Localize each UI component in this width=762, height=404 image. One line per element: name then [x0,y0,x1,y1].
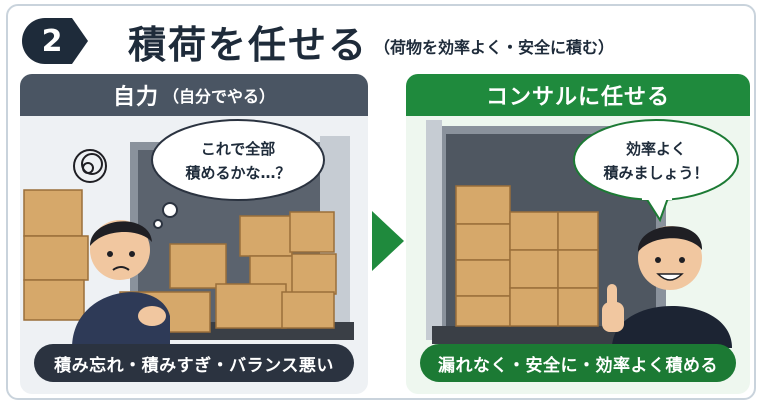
consultant-illustration [602,226,732,348]
consultant-speech-line-1: 効率よく [626,140,686,158]
diy-thought-line-2: 積めるかな…？ [184,164,290,182]
consultant-scene-illustration: 効率よく 積みましょう！ [426,119,739,348]
unloaded-boxes [23,189,89,321]
consultant-panel: コンサルに任せる [406,74,750,394]
consultant-speech-line-2: 積みましょう！ [602,164,708,182]
step-subtitle: （荷物を効率よく・安全に積む） [374,38,615,57]
consultant-benefits-label: 漏れなく・安全に・効率よく積める [420,344,736,382]
diy-panel-header: 自力 （自分でやる） [20,74,368,116]
step-title: 積荷を任せる [128,23,369,67]
diy-scene-illustration: これで全部 積めるかな…？ [23,119,354,348]
diy-thought-line-1: これで全部 [201,140,276,158]
arrow-right-icon [372,211,404,271]
diy-panel: 自力 （自分でやる） [20,74,368,394]
cargo-boxes [119,211,337,333]
consultant-panel-header: コンサルに任せる [406,74,750,116]
step-number: 2 [42,24,63,59]
speech-bubble: 効率よく 積みましょう！ [573,119,739,223]
diy-problems-label: 積み忘れ・積みすぎ・バランス悪い [34,344,354,382]
consultant-heading: コンサルに任せる [485,85,670,110]
cargo-boxes [455,185,599,327]
worried-worker-illustration [72,220,170,348]
diy-heading-note: （自分でやる） [163,87,276,106]
step-card: 2 積荷を任せる （荷物を効率よく・安全に積む） 自力 （自分でやる） [6,4,756,400]
worry-scribble-icon [73,149,107,183]
step-number-badge: 2 [22,18,88,64]
thought-bubble: これで全部 積めるかな…？ [151,119,325,229]
diy-heading: 自力 [112,85,159,110]
